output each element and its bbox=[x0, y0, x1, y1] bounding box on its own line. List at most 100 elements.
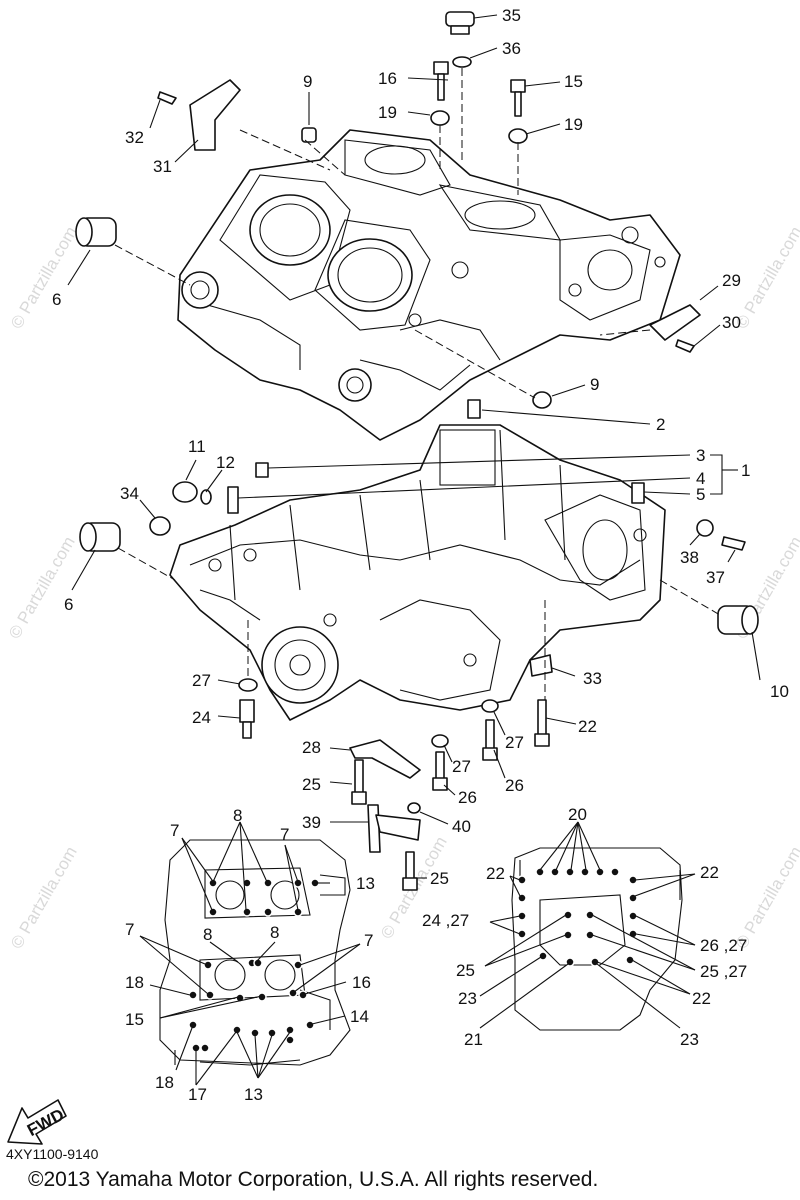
callout-20: 20 bbox=[568, 805, 587, 824]
callout-3: 3 bbox=[696, 446, 705, 465]
callout-40: 40 bbox=[452, 817, 471, 836]
bolt-22 bbox=[537, 699, 547, 737]
watermark-text: © Partzilla.com bbox=[7, 223, 81, 332]
callout-27: 27 bbox=[452, 757, 471, 776]
callout-25: 25 bbox=[456, 961, 475, 980]
callout-13: 13 bbox=[244, 1085, 263, 1104]
callout-24-27: 24 ,27 bbox=[422, 911, 469, 930]
callout-22: 22 bbox=[486, 864, 505, 883]
callout-1: 1 bbox=[741, 461, 750, 480]
callout-19: 19 bbox=[564, 115, 583, 134]
watermark-text: © Partzilla.com bbox=[7, 843, 81, 952]
bolt-24 bbox=[239, 699, 255, 723]
callout-33: 33 bbox=[583, 669, 602, 688]
callout-35: 35 bbox=[502, 6, 521, 25]
callout-18: 18 bbox=[155, 1073, 174, 1092]
washer-19 bbox=[508, 128, 528, 144]
callout-36: 36 bbox=[502, 39, 521, 58]
callout-30: 30 bbox=[722, 313, 741, 332]
lower-case-bolt-schematic bbox=[479, 821, 696, 1031]
callout-16: 16 bbox=[352, 973, 371, 992]
callout-27: 27 bbox=[505, 733, 524, 752]
o-ring bbox=[452, 56, 472, 68]
callout-25: 25 bbox=[430, 869, 449, 888]
bolt-25a bbox=[354, 759, 364, 797]
bolt-16 bbox=[433, 61, 449, 75]
callout-22: 22 bbox=[700, 863, 719, 882]
washer-27c bbox=[431, 734, 449, 748]
callout-26: 26 bbox=[458, 788, 477, 807]
fwd-arrow-icon: FWD bbox=[7, 1099, 67, 1145]
callout-8: 8 bbox=[233, 806, 242, 825]
callout-22: 22 bbox=[578, 717, 597, 736]
watermark-text: © Partzilla.com bbox=[732, 223, 800, 332]
callout-8: 8 bbox=[203, 925, 212, 944]
callout-38: 38 bbox=[680, 548, 699, 567]
callout-6: 6 bbox=[64, 595, 73, 614]
callout-39: 39 bbox=[302, 813, 321, 832]
plug-34 bbox=[149, 516, 171, 536]
callout-32: 32 bbox=[125, 128, 144, 147]
callout-34: 34 bbox=[120, 484, 139, 503]
upper-case-bolt-schematic bbox=[139, 821, 361, 1086]
small-parts bbox=[75, 11, 759, 891]
bolt-30 bbox=[675, 339, 695, 353]
callout-25-27: 25 ,27 bbox=[700, 962, 747, 981]
callout-7: 7 bbox=[125, 920, 134, 939]
screw-32 bbox=[157, 91, 177, 105]
callout-17: 17 bbox=[188, 1085, 207, 1104]
callout-7: 7 bbox=[170, 821, 179, 840]
callout-10: 10 bbox=[770, 682, 789, 701]
callout-2: 2 bbox=[656, 415, 665, 434]
bolt-26a bbox=[485, 719, 495, 751]
callout-25: 25 bbox=[302, 775, 321, 794]
washer-27a bbox=[238, 678, 258, 692]
callout-22: 22 bbox=[692, 989, 711, 1008]
callout-18: 18 bbox=[125, 973, 144, 992]
washer-19 bbox=[430, 110, 450, 126]
callout-13: 13 bbox=[356, 874, 375, 893]
callout-28: 28 bbox=[302, 738, 321, 757]
leader-lines bbox=[67, 14, 761, 879]
plug-11 bbox=[172, 481, 198, 503]
oil-filler-cap bbox=[445, 11, 475, 27]
callout-26-27: 26 ,27 bbox=[700, 936, 747, 955]
bracket-29 bbox=[649, 304, 701, 341]
clip-33 bbox=[529, 654, 553, 677]
callout-7: 7 bbox=[364, 931, 373, 950]
callout-4: 4 bbox=[696, 469, 705, 488]
callout-21: 21 bbox=[464, 1030, 483, 1049]
stud-2 bbox=[467, 399, 481, 419]
callout-37: 37 bbox=[706, 568, 725, 587]
callout-26: 26 bbox=[505, 776, 524, 795]
callout-23: 23 bbox=[458, 989, 477, 1008]
bracket-31 bbox=[189, 79, 241, 151]
washer-27b bbox=[481, 699, 499, 713]
callout-23: 23 bbox=[680, 1030, 699, 1049]
callout-8: 8 bbox=[270, 923, 279, 942]
o-ring-40 bbox=[407, 802, 421, 814]
lower-crankcase bbox=[169, 424, 666, 721]
upper-crankcase bbox=[177, 129, 681, 441]
bolt-37 bbox=[721, 536, 746, 551]
callout-31: 31 bbox=[153, 157, 172, 176]
callout-5: 5 bbox=[696, 485, 705, 504]
callout-14: 14 bbox=[350, 1007, 369, 1026]
copyright-notice: ©2013 Yamaha Motor Corporation, U.S.A. A… bbox=[28, 1168, 599, 1191]
callout-6: 6 bbox=[52, 290, 61, 309]
dowel-3 bbox=[255, 462, 269, 478]
dowel-4 bbox=[227, 486, 239, 514]
plug-9 bbox=[301, 127, 317, 143]
watermark-text: © Partzilla.com bbox=[5, 533, 79, 642]
callout-15: 15 bbox=[125, 1010, 144, 1029]
diagram-code: 4XY1100-9140 bbox=[6, 1146, 99, 1162]
assembly-lines bbox=[114, 68, 721, 700]
o-ring-12 bbox=[200, 489, 212, 505]
callout-labels: 35 36 16 19 15 19 9 32 31 6 29 30 9 2 3 … bbox=[52, 6, 789, 1104]
callout-19: 19 bbox=[378, 103, 397, 122]
callout-11: 11 bbox=[188, 437, 206, 456]
callout-7: 7 bbox=[280, 825, 289, 844]
pipe-39 bbox=[367, 804, 381, 853]
callout-27: 27 bbox=[192, 671, 211, 690]
